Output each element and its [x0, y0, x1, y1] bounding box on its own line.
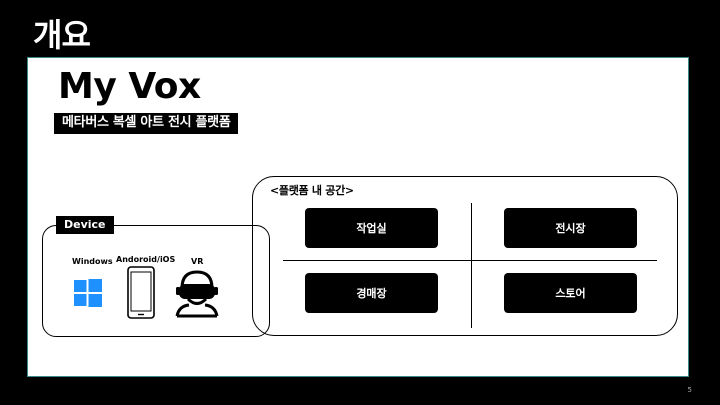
space-button-exhibition[interactable]: 전시장 [504, 208, 637, 248]
space-button-store[interactable]: 스토어 [504, 273, 637, 313]
device-label-vr: VR [191, 257, 204, 266]
brand-title: My Vox [58, 66, 201, 107]
windows-logo-icon [74, 279, 102, 307]
divider-vertical [471, 203, 472, 328]
device-label-windows: Windows [72, 257, 113, 266]
subtitle-badge: 메타버스 복셀 아트 전시 플랫폼 [54, 113, 239, 134]
space-button-auction[interactable]: 경매장 [305, 273, 438, 313]
space-button-workshop[interactable]: 작업실 [305, 208, 438, 248]
device-label-mobile: Andoroid/iOS [116, 255, 176, 264]
page-number: 5 [687, 386, 692, 394]
divider-horizontal [283, 260, 657, 261]
vr-headset-icon [175, 270, 219, 318]
smartphone-icon [127, 266, 155, 319]
device-tag: Device [56, 216, 114, 234]
slide-title: 개요 [33, 16, 91, 54]
platform-box [252, 176, 678, 336]
platform-title: <플랫폼 내 공간> [270, 184, 354, 197]
device-box [42, 225, 270, 337]
